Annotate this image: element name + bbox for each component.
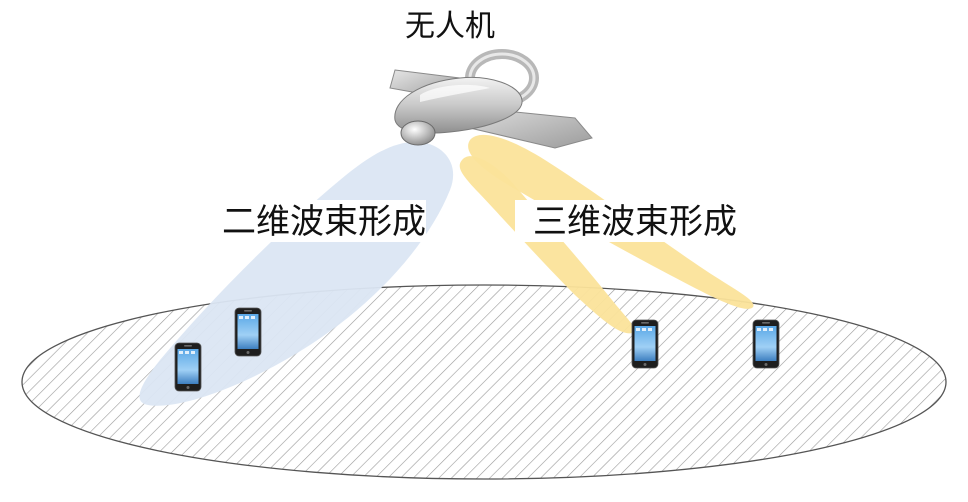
uav-label: 无人机 — [405, 9, 495, 44]
smartphone-icon — [632, 320, 658, 368]
smartphone-icon — [175, 343, 201, 391]
drone-icon — [390, 54, 592, 148]
smartphone-icon — [753, 320, 779, 368]
beam-2d-label: 二维波束形成 — [222, 202, 426, 242]
smartphone-icon — [235, 308, 261, 356]
beam-3d-label: 三维波束形成 — [533, 202, 737, 242]
